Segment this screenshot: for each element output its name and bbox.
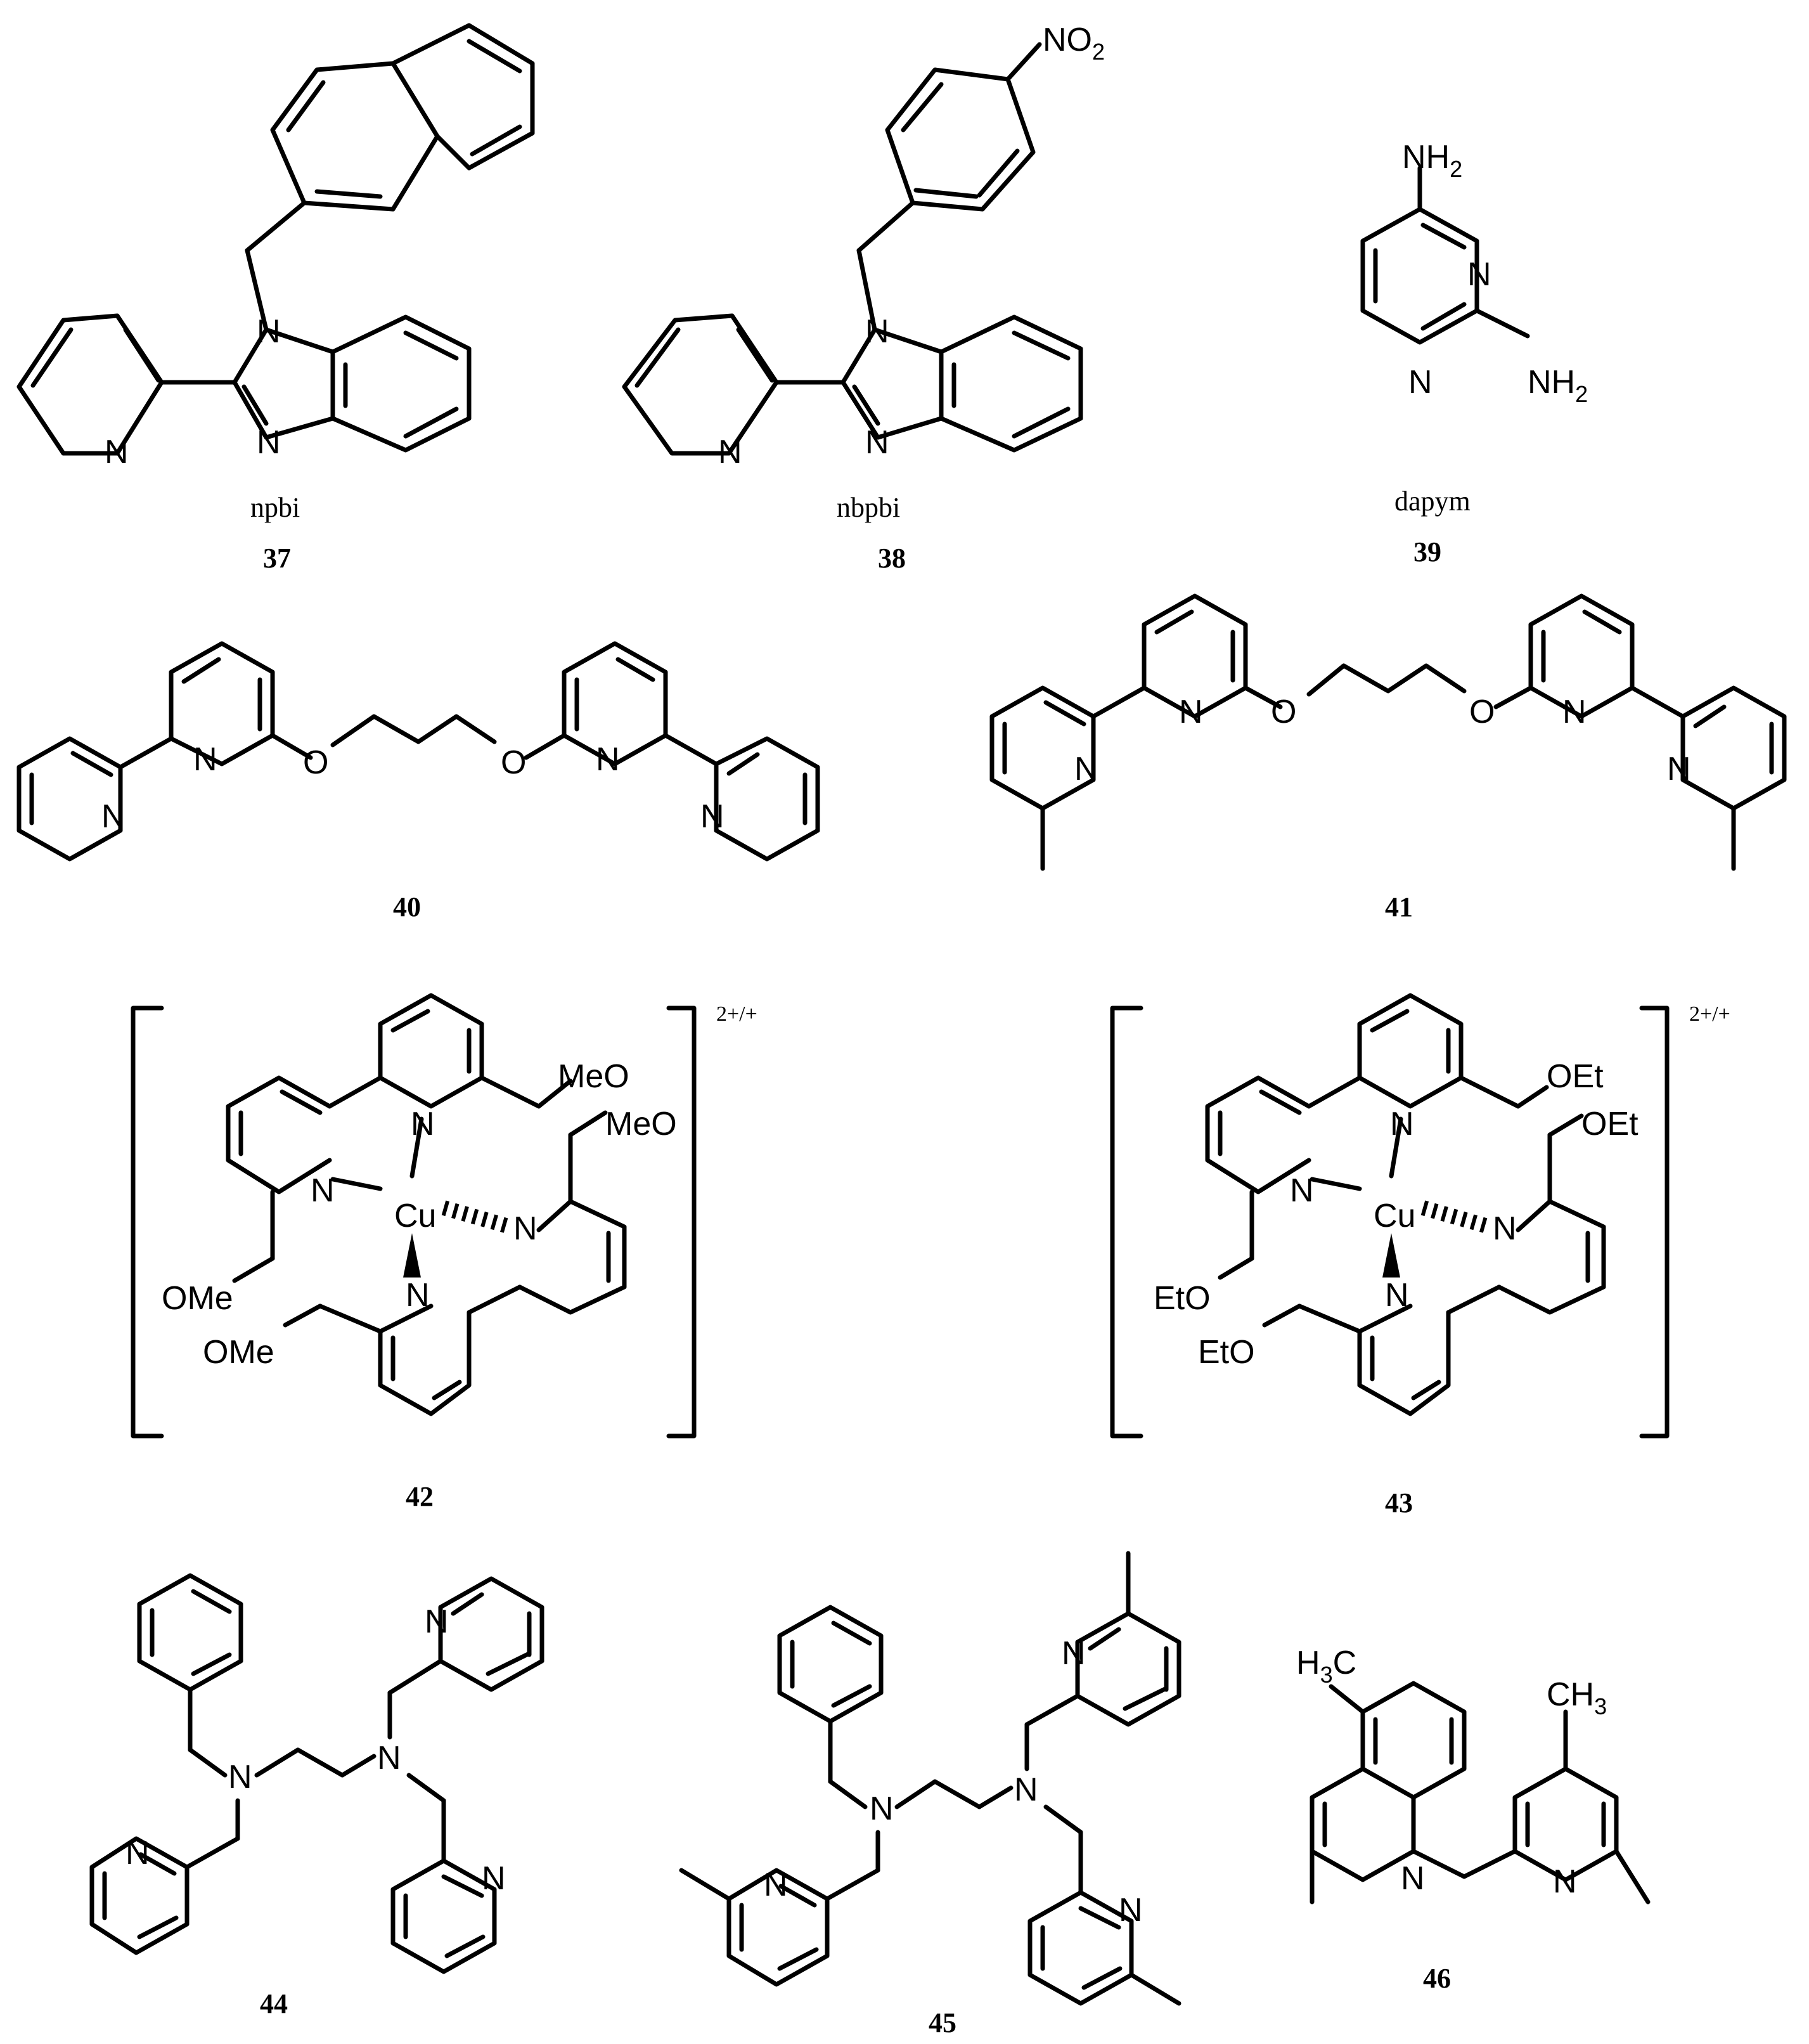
atom-label-n: N	[377, 1740, 401, 1776]
atom-label-n: N	[1562, 694, 1587, 730]
atom-label-h3c: H3C	[1296, 1645, 1356, 1688]
atom-label-nh2: NH2	[1528, 364, 1588, 407]
atom-label-eto: EtO	[1154, 1280, 1211, 1317]
compound-44-structure: N N N N N	[89, 1573, 544, 1974]
atom-label-n: N	[1408, 364, 1432, 401]
compound-46-structure: H3C CH3 N N	[1296, 1645, 1651, 1905]
atom-label-n: N	[105, 434, 129, 470]
atom-label-n: N	[596, 741, 620, 778]
atom-label-n: N	[101, 798, 126, 835]
compound-39-name: dapym	[1394, 486, 1471, 517]
compound-38-name: nbpbi	[837, 492, 900, 523]
compound-39-number: 39	[1413, 536, 1441, 567]
atom-label-n: N	[257, 424, 281, 461]
atom-label-ch3: CH3	[1547, 1676, 1607, 1719]
atom-label-n: N	[126, 1835, 150, 1872]
compound-40-number: 40	[393, 891, 421, 922]
atom-label-cu: Cu	[1374, 1198, 1415, 1234]
atom-label-n: N	[1074, 751, 1098, 787]
atom-label-n: N	[482, 1860, 506, 1897]
atom-label-o: O	[1271, 694, 1296, 730]
compound-41-number: 41	[1385, 891, 1413, 922]
atom-label-meo: MeO	[605, 1106, 677, 1142]
atom-label-n: N	[406, 1277, 430, 1314]
compound-37-structure: N N N	[16, 23, 535, 470]
atom-label-n: N	[1553, 1863, 1577, 1900]
atom-label-n: N	[1467, 256, 1491, 293]
atom-label-n: N	[1062, 1635, 1086, 1672]
atom-label-n: N	[1385, 1277, 1409, 1314]
atom-label-eto: EtO	[1198, 1334, 1255, 1371]
compound-46-number: 46	[1423, 1963, 1451, 1994]
atom-label-n: N	[1290, 1172, 1314, 1209]
atom-label-n: N	[1667, 751, 1691, 787]
compound-44-number: 44	[260, 1988, 288, 2019]
compound-37-name: npbi	[250, 492, 300, 523]
atom-label-n: N	[311, 1172, 335, 1209]
atom-label-no2: NO2	[1043, 22, 1105, 65]
compound-42-charge: 2+/+	[716, 1002, 757, 1026]
atom-label-n: N	[257, 313, 281, 350]
atom-label-n: N	[1390, 1106, 1414, 1142]
compound-42-number: 42	[406, 1481, 434, 1512]
compound-40-structure: N N O O N N	[16, 641, 820, 862]
compound-39-structure: NH2 N N NH2	[1360, 139, 1588, 407]
compound-43-charge: 2+/+	[1689, 1002, 1730, 1026]
atom-label-n: N	[865, 313, 889, 350]
compound-42-structure: 2+/+ MeO MeO N N Cu N	[131, 993, 757, 1439]
atom-label-o: O	[501, 744, 526, 781]
atom-label-n: N	[1401, 1860, 1425, 1897]
compound-41-structure: N N O O N N	[989, 593, 1787, 871]
atom-label-n: N	[425, 1603, 449, 1640]
atom-label-o: O	[303, 744, 328, 781]
atom-label-meo: MeO	[558, 1058, 629, 1095]
atom-label-oet: OEt	[1581, 1106, 1638, 1142]
atom-label-n: N	[1179, 694, 1203, 730]
compound-38-structure: N N N NO2	[622, 22, 1105, 470]
compound-38-number: 38	[878, 543, 906, 574]
atom-label-oet: OEt	[1547, 1058, 1604, 1095]
atom-label-n: N	[1014, 1771, 1038, 1808]
atom-label-n: N	[228, 1759, 252, 1795]
atom-label-n: N	[1119, 1892, 1143, 1929]
atom-label-n: N	[865, 424, 889, 461]
compound-45-number: 45	[929, 2007, 956, 2038]
atom-label-n: N	[411, 1106, 435, 1142]
compound-37-number: 37	[263, 543, 291, 574]
atom-label-o: O	[1469, 694, 1495, 730]
atom-label-cu: Cu	[394, 1198, 436, 1234]
atom-label-ome: OMe	[162, 1280, 233, 1317]
atom-label-nh2: NH2	[1402, 139, 1462, 182]
atom-label-n: N	[870, 1790, 894, 1827]
atom-label-n: N	[1493, 1210, 1517, 1247]
compound-45-structure: N N N N N	[679, 1551, 1181, 2006]
atom-label-n: N	[513, 1210, 538, 1247]
compound-43-number: 43	[1385, 1487, 1413, 1518]
atom-label-n: N	[764, 1866, 788, 1903]
atom-label-n: N	[700, 798, 724, 835]
atom-label-n: N	[193, 741, 217, 778]
compound-43-structure: 2+/+ OEt OEt N N Cu N N EtO EtO	[1110, 993, 1730, 1439]
atom-label-ome: OMe	[203, 1334, 274, 1371]
atom-label-n: N	[718, 434, 742, 470]
